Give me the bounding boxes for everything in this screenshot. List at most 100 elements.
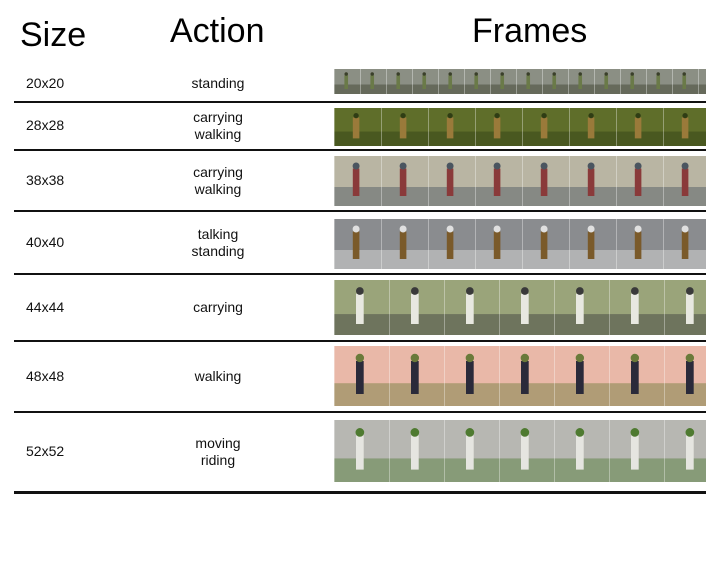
row-size: 44x44	[26, 298, 65, 315]
action-label: walking	[194, 126, 242, 142]
row-divider	[14, 340, 706, 342]
row-size: 20x20	[26, 74, 65, 91]
frame-thumbnail	[389, 346, 444, 406]
frame-thumbnail	[522, 156, 569, 206]
frame-thumbnail	[522, 108, 569, 146]
frame-thumbnail	[609, 346, 664, 406]
frame-thumbnail	[568, 69, 594, 94]
frame-thumbnail	[698, 69, 706, 94]
frame-thumbnail	[663, 108, 706, 146]
frame-thumbnail	[664, 420, 706, 482]
frame-strip	[334, 219, 706, 269]
row-divider	[14, 273, 706, 275]
row-size: 52x52	[26, 443, 65, 459]
frame-thumbnail	[569, 219, 616, 269]
frame-thumbnail	[569, 156, 616, 206]
frame-thumbnail	[475, 108, 522, 146]
frame-thumbnail	[438, 69, 464, 94]
frame-thumbnail	[428, 219, 475, 269]
row-action: walking	[163, 368, 273, 385]
frame-thumbnail	[616, 156, 663, 206]
action-column-header: Action	[170, 12, 265, 50]
action-label: riding	[200, 452, 236, 468]
action-label: walking	[194, 180, 242, 197]
frame-strip	[334, 280, 706, 335]
frame-thumbnail	[554, 346, 609, 406]
frame-thumbnail	[554, 420, 609, 482]
frame-thumbnail	[334, 346, 389, 406]
row-divider	[14, 491, 706, 494]
frame-thumbnail	[609, 420, 664, 482]
row-size: 38x38	[26, 171, 65, 188]
frame-thumbnail	[499, 346, 554, 406]
row-action: standing	[163, 75, 273, 92]
frame-thumbnail	[609, 280, 664, 335]
action-label: carrying	[193, 299, 243, 315]
frame-thumbnail	[381, 108, 428, 146]
frame-thumbnail	[499, 420, 554, 482]
frame-strip	[334, 108, 706, 146]
frame-thumbnail	[386, 69, 412, 94]
frame-strip-image	[334, 420, 706, 482]
action-label: standing	[191, 242, 245, 259]
frame-strip-image	[334, 69, 706, 94]
frame-thumbnail	[389, 420, 444, 482]
frame-thumbnail	[616, 108, 663, 146]
frame-thumbnail	[360, 69, 386, 94]
size-column-header: Size	[20, 16, 87, 54]
frame-thumbnail	[522, 219, 569, 269]
action-label: walking	[194, 368, 242, 384]
frame-thumbnail	[569, 108, 616, 146]
frame-thumbnail	[663, 219, 706, 269]
frame-thumbnail	[444, 280, 499, 335]
row-divider	[14, 411, 706, 413]
frame-thumbnail	[646, 69, 672, 94]
frame-strip-image	[334, 346, 706, 406]
frame-strip-image	[334, 156, 706, 206]
frame-strip	[334, 420, 706, 482]
frame-thumbnail	[334, 69, 360, 94]
frame-strip-image	[334, 219, 706, 269]
frame-thumbnail	[475, 219, 522, 269]
frame-strip	[334, 69, 706, 94]
frame-thumbnail	[499, 280, 554, 335]
frames-column-header: Frames	[472, 12, 588, 50]
frame-thumbnail	[464, 69, 490, 94]
frame-thumbnail	[444, 420, 499, 482]
frame-thumbnail	[334, 280, 389, 335]
row-divider	[14, 101, 706, 103]
action-label: carrying	[193, 163, 243, 180]
action-label: standing	[191, 75, 245, 91]
frame-strip	[334, 346, 706, 406]
frame-thumbnail	[664, 280, 706, 335]
frame-thumbnail	[389, 280, 444, 335]
frame-thumbnail	[334, 156, 381, 206]
frame-strip-image	[334, 108, 706, 146]
frame-thumbnail	[664, 346, 706, 406]
action-label: talking	[197, 225, 239, 242]
frame-thumbnail	[620, 69, 646, 94]
frame-thumbnail	[334, 108, 381, 146]
frame-thumbnail	[475, 156, 522, 206]
frame-thumbnail	[412, 69, 438, 94]
frame-thumbnail	[444, 346, 499, 406]
frame-thumbnail	[554, 280, 609, 335]
frame-thumbnail	[428, 108, 475, 146]
frame-thumbnail	[428, 156, 475, 206]
action-label: moving	[195, 435, 241, 451]
frame-thumbnail	[672, 69, 698, 94]
frame-thumbnail	[381, 219, 428, 269]
frame-thumbnail	[516, 69, 542, 94]
frame-strip	[334, 156, 706, 206]
frame-thumbnail	[334, 219, 381, 269]
frame-thumbnail	[334, 420, 389, 482]
frame-thumbnail	[616, 219, 663, 269]
row-divider	[14, 149, 706, 151]
row-size: 48x48	[26, 367, 65, 384]
row-action: carrying	[163, 299, 273, 316]
frame-thumbnail	[663, 156, 706, 206]
